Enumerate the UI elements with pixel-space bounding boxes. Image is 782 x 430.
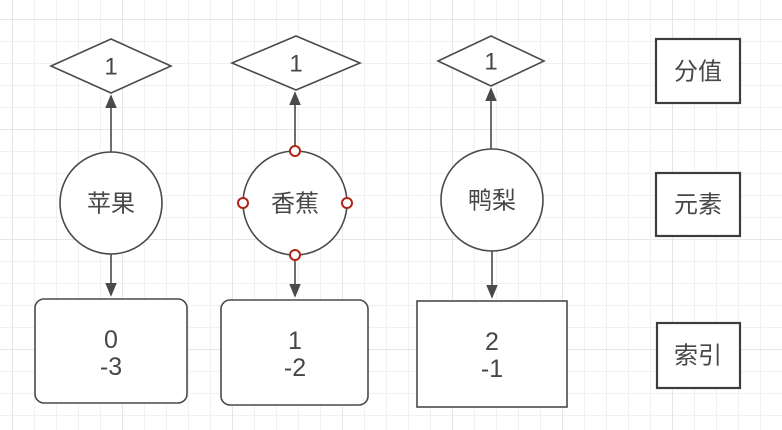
element-circle-apple[interactable] <box>59 151 163 255</box>
score-diamond-pear-label: 1 <box>484 49 497 76</box>
score-diamond-apple-label: 1 <box>104 54 117 81</box>
score-diamond-banana-label: 1 <box>289 51 302 78</box>
connection-point-top[interactable] <box>289 145 301 157</box>
legend-box-index-label: 索引 <box>674 343 722 370</box>
score-diamond-pear[interactable] <box>436 35 546 87</box>
score-diamond-apple[interactable] <box>49 38 173 94</box>
index-box-banana-neg-index: -2 <box>284 354 306 382</box>
legend-box-element-label: 元素 <box>674 192 722 219</box>
index-box-apple-neg-index: -3 <box>100 353 122 381</box>
element-circle-banana-label: 香蕉 <box>271 191 319 218</box>
index-box-apple-index: 0 <box>104 326 118 354</box>
index-box-banana-index: 1 <box>288 327 302 355</box>
element-circle-pear-label: 鸭梨 <box>468 188 516 215</box>
index-box-banana[interactable] <box>220 299 369 406</box>
connection-point-left[interactable] <box>237 197 249 209</box>
index-box-apple[interactable] <box>34 298 188 404</box>
legend-box-index[interactable] <box>655 321 742 390</box>
index-box-pear-neg-index: -1 <box>481 355 503 383</box>
legend-box-score-label: 分值 <box>674 59 722 86</box>
legend-box-element[interactable] <box>654 171 742 238</box>
connection-point-bottom[interactable] <box>289 249 301 261</box>
index-box-pear-index: 2 <box>485 328 499 356</box>
score-diamond-banana[interactable] <box>229 35 363 91</box>
element-circle-pear[interactable] <box>440 148 544 252</box>
legend-box-score[interactable] <box>654 37 742 105</box>
element-circle-apple-label: 苹果 <box>87 191 135 218</box>
index-box-pear[interactable] <box>416 300 568 408</box>
connection-point-right[interactable] <box>341 197 353 209</box>
